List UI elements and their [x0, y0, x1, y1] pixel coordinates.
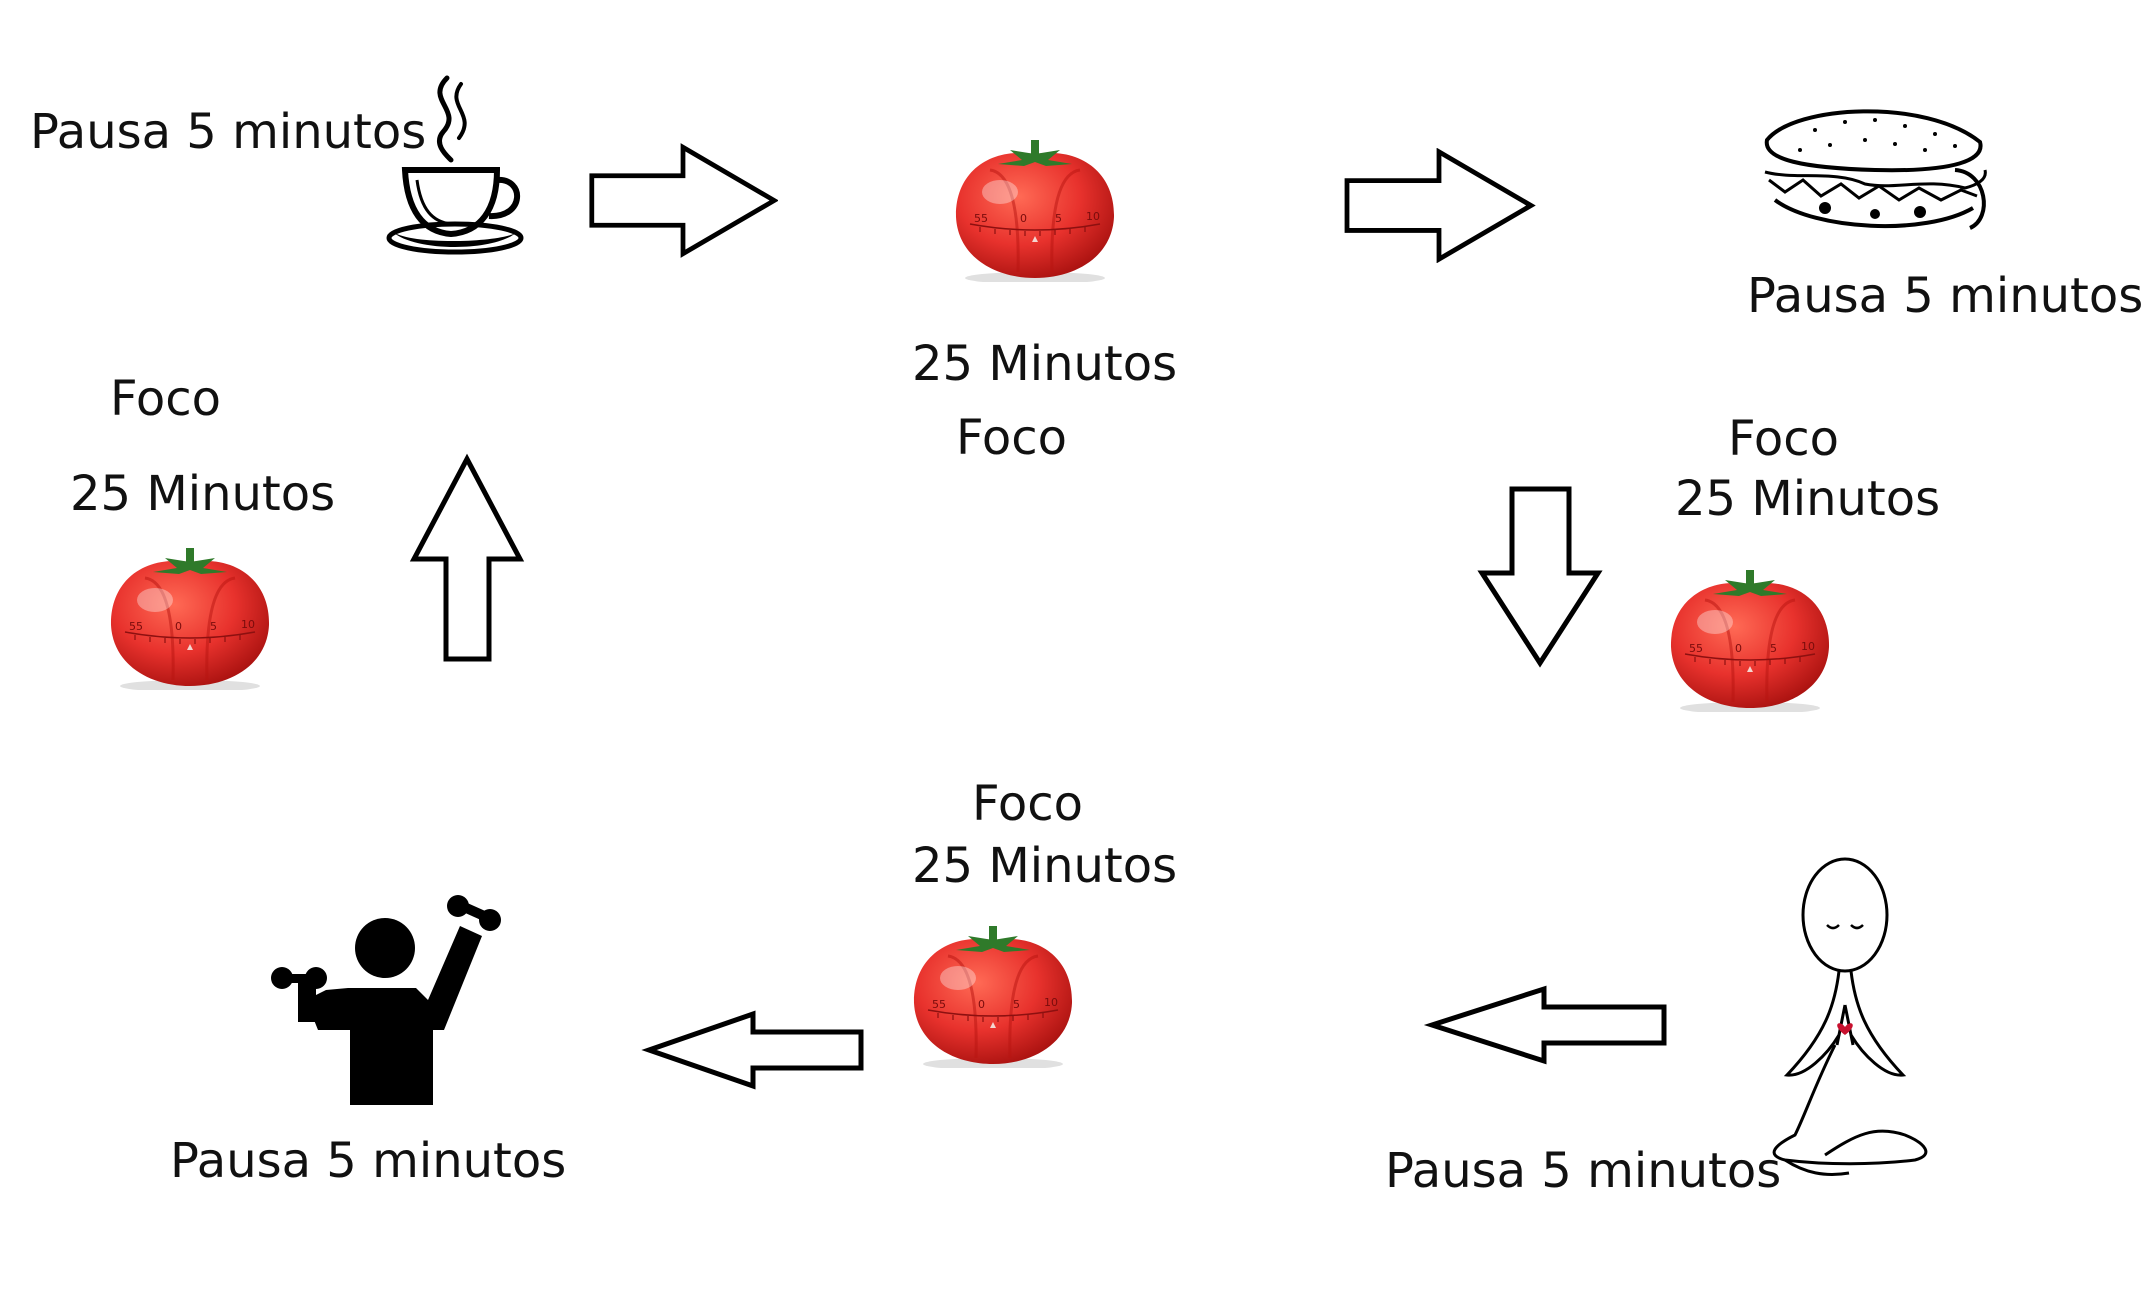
dial-0: 0	[1020, 212, 1027, 225]
break-label-meditation: Pausa 5 minutos	[1385, 1143, 1782, 1199]
arrow-left-1	[1423, 985, 1668, 1065]
dial-10: 10	[1044, 996, 1058, 1009]
focus-minutes-label-right: 25 Minutos	[1675, 471, 1941, 527]
tomato-timer-icon-left: 55 0 5 10	[105, 540, 275, 690]
dial-5: 5	[1770, 642, 1777, 655]
focus-minutes-label-left: 25 Minutos	[70, 466, 336, 522]
focus-label-left: Foco	[110, 371, 222, 427]
break-label-exercise: Pausa 5 minutos	[170, 1133, 567, 1189]
dial-0: 0	[1735, 642, 1742, 655]
dial-10: 10	[1086, 210, 1100, 223]
focus-minutes-label-bottom: 25 Minutos	[912, 838, 1178, 894]
dial-10: 10	[1801, 640, 1815, 653]
tomato-timer-icon-right: 55 0 5 10	[1665, 562, 1835, 712]
break-label-sandwich: Pausa 5 minutos	[1747, 268, 2144, 324]
dial-10: 10	[241, 618, 255, 631]
dial-55: 55	[974, 212, 988, 225]
dial-55: 55	[129, 620, 143, 633]
dial-55: 55	[1689, 642, 1703, 655]
focus-label-right: Foco	[1728, 411, 1840, 467]
arrow-right-2	[1330, 148, 1548, 263]
coffee-cup-icon	[385, 70, 530, 260]
arrow-left-2	[641, 1010, 865, 1090]
focus-label-bottom: Foco	[972, 776, 1084, 832]
tomato-timer-icon-bottom: 55 0 5 10	[908, 918, 1078, 1068]
dial-5: 5	[1013, 998, 1020, 1011]
dial-5: 5	[210, 620, 217, 633]
dial-0: 0	[978, 998, 985, 1011]
dumbbell-exercise-icon	[268, 890, 518, 1105]
dial-0: 0	[175, 620, 182, 633]
tomato-timer-icon: 55 0 5 10	[950, 132, 1120, 282]
meditation-icon	[1765, 855, 1935, 1205]
dial-55: 55	[932, 998, 946, 1011]
arrow-right-1	[588, 143, 778, 258]
arrow-up	[409, 453, 525, 663]
focus-minutes-label: 25 Minutos	[912, 336, 1178, 392]
sandwich-icon	[1755, 100, 1995, 245]
arrow-down	[1477, 485, 1603, 668]
focus-label: Foco	[956, 410, 1068, 466]
break-label-coffee: Pausa 5 minutos	[30, 104, 427, 160]
dial-5: 5	[1055, 212, 1062, 225]
